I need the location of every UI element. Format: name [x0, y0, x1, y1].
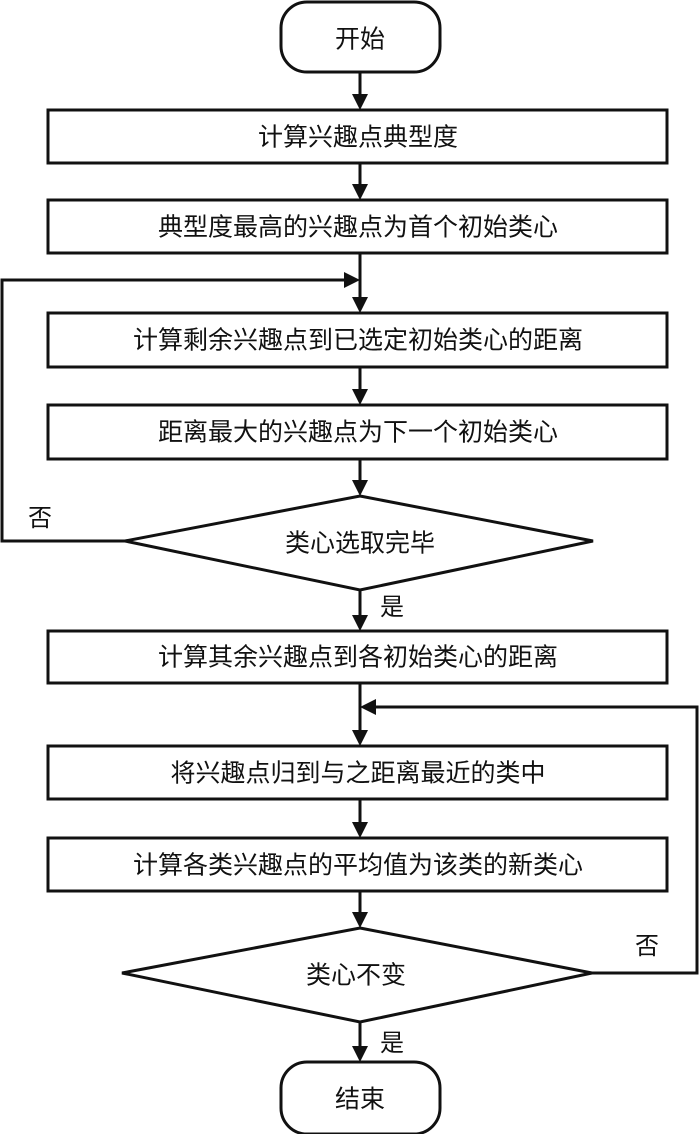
node-start: 开始 [279, 0, 442, 74]
node-d1: 类心选取完毕 [124, 494, 594, 592]
decision-diamond [121, 926, 593, 1024]
node-d2: 类心不变 [121, 926, 593, 1024]
process-box [46, 744, 669, 801]
node-label: 类心选取完毕 [285, 529, 435, 558]
node-label: 计算兴趣点典型度 [258, 123, 458, 152]
process-box [46, 403, 669, 461]
node-s5: 计算其余兴趣点到各初始类心的距离 [46, 629, 669, 685]
process-box [46, 311, 669, 369]
arrowhead [352, 94, 368, 110]
node-label: 将兴趣点归到与之距离最近的类中 [170, 759, 545, 788]
arrowhead [352, 389, 368, 405]
arrowhead [352, 730, 368, 746]
process-box [46, 108, 669, 165]
edge-d2-no-loop [374, 705, 699, 975]
arrowhead [352, 297, 368, 313]
process-box [46, 198, 669, 255]
arrowhead [352, 615, 368, 631]
node-end: 结束 [279, 1060, 442, 1134]
node-s3: 计算剩余兴趣点到已选定初始类心的距离 [46, 311, 669, 369]
arrowhead [352, 912, 368, 928]
node-label: 开始 [335, 25, 385, 54]
node-label: 计算其余兴趣点到各初始类心的距离 [158, 643, 558, 672]
node-label: 类心不变 [306, 961, 406, 990]
terminal-shape [279, 0, 442, 74]
edge-label-d1-yes: 是 [380, 593, 404, 621]
edge-label-d2-no: 否 [635, 932, 659, 960]
node-label: 结束 [335, 1085, 385, 1114]
node-label: 典型度最高的兴趣点为首个初始类心 [158, 213, 558, 242]
edge-d1-no-loop [0, 278, 346, 543]
edge-label-d2-yes: 是 [380, 1029, 404, 1057]
node-label: 计算剩余兴趣点到已选定初始类心的距离 [133, 326, 583, 355]
node-s7: 计算各类兴趣点的平均值为该类的新类心 [46, 836, 669, 893]
node-label: 距离最大的兴趣点为下一个初始类心 [158, 418, 558, 447]
arrowhead [344, 272, 360, 288]
connectors [0, 72, 699, 1062]
decision-diamond [124, 494, 594, 592]
node-s1: 计算兴趣点典型度 [46, 108, 669, 165]
arrowhead [352, 480, 368, 496]
edge-label-d1-no: 否 [28, 504, 52, 532]
node-label: 计算各类兴趣点的平均值为该类的新类心 [133, 851, 583, 880]
node-s4: 距离最大的兴趣点为下一个初始类心 [46, 403, 669, 461]
arrowhead [352, 822, 368, 838]
arrowhead [352, 184, 368, 200]
node-s2: 典型度最高的兴趣点为首个初始类心 [46, 198, 669, 255]
node-s6: 将兴趣点归到与之距离最近的类中 [46, 744, 669, 801]
arrowhead [352, 1046, 368, 1062]
process-box [46, 836, 669, 893]
terminal-shape [279, 1060, 442, 1134]
arrowhead [360, 699, 376, 715]
process-box [46, 629, 669, 685]
